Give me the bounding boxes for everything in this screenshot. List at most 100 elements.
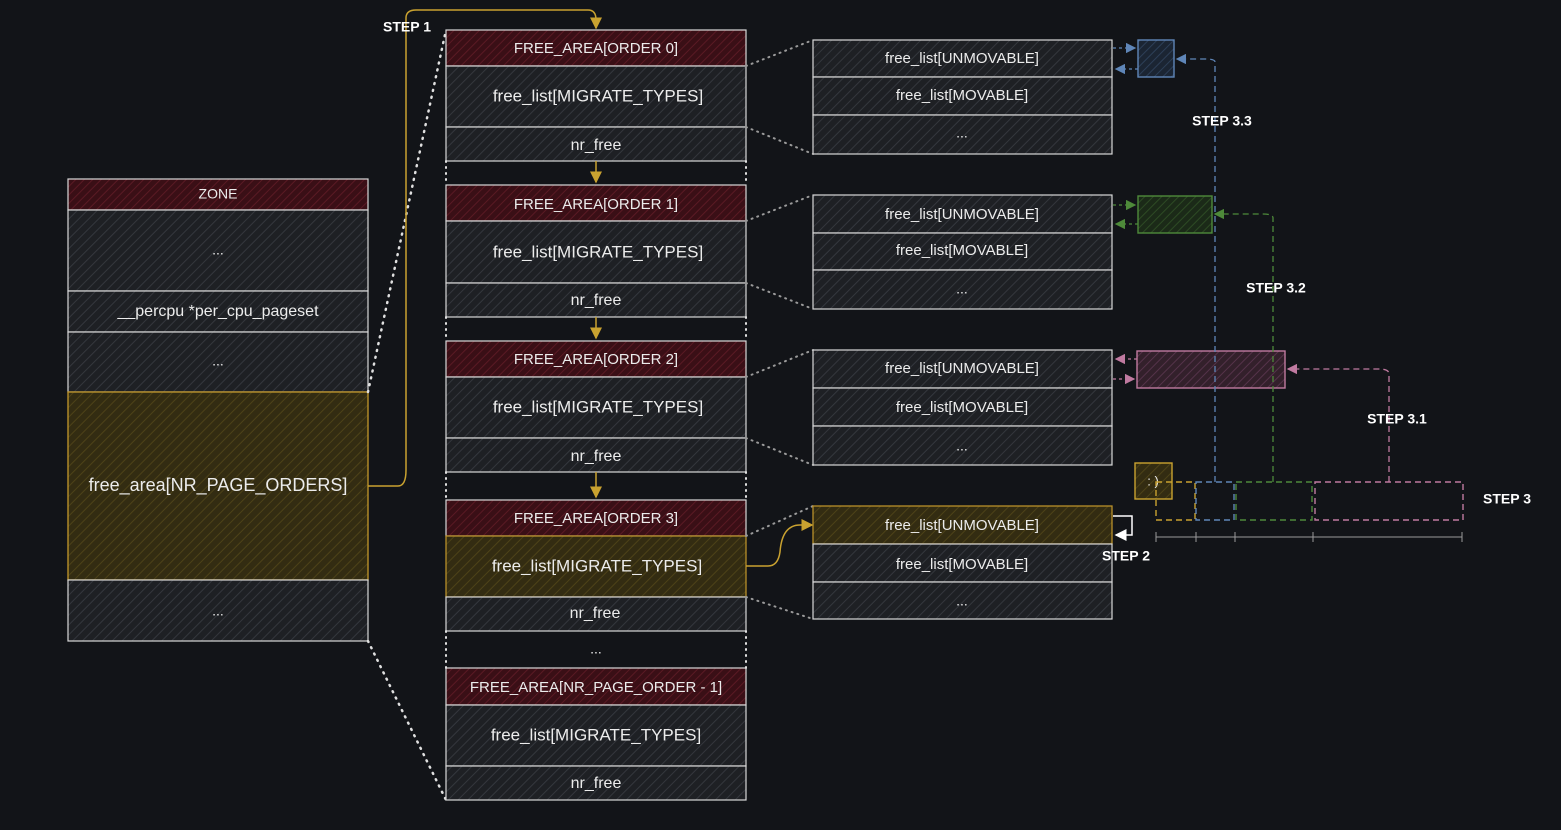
free-area-order-0: FREE_AREA[ORDER 0] free_list[MIGRATE_TYP… <box>445 29 747 162</box>
migrate-list-order-3: free_list[UNMOVABLE] free_list[MOVABLE] … <box>812 505 1113 620</box>
zone-ellipsis-1-box <box>67 209 369 292</box>
migrate-3-more: ... <box>956 593 968 609</box>
order3-to-unmovable-arrow <box>746 519 814 567</box>
free-area-column: FREE_AREA[ORDER 0] free_list[MIGRATE_TYP… <box>445 29 747 801</box>
step3-1-arrow <box>1286 363 1390 482</box>
pink-split-slot <box>1314 481 1464 521</box>
free-area-1-nr-free: nr_free <box>571 292 622 309</box>
free-area-1-nr-box <box>445 282 747 318</box>
pink-page-block <box>1136 350 1286 389</box>
migrate-2-more-box <box>812 425 1113 466</box>
migrate-list-order-0: free_list[UNMOVABLE] free_list[MOVABLE] … <box>812 39 1113 155</box>
zone-ellipsis-3: ... <box>212 603 224 619</box>
free-area-3-nr-free: nr_free <box>570 605 621 622</box>
free-area-2-nr-box <box>445 437 747 473</box>
free-area-gap: ... <box>590 641 602 657</box>
migrate-list-order-1: free_list[UNMOVABLE] free_list[MOVABLE] … <box>812 194 1113 310</box>
split-blocks <box>1155 481 1464 521</box>
migrate-3-unmovable: free_list[UNMOVABLE] <box>885 517 1039 534</box>
migrate-1-movable: free_list[MOVABLE] <box>896 242 1028 259</box>
blue-page-block <box>1137 39 1175 78</box>
free-area-last-nr-free: nr_free <box>571 775 622 792</box>
zone-struct: ZONE ... __percpu *per_cpu_pageset ... f… <box>67 178 369 642</box>
migrate-2-movable-box <box>812 387 1113 427</box>
free-area-order-3: FREE_AREA[ORDER 3] free_list[MIGRATE_TYP… <box>445 499 747 632</box>
migrate-2-unmovable-box <box>812 349 1113 389</box>
zone-ellipsis-2-box <box>67 331 369 393</box>
free-area-0-header: FREE_AREA[ORDER 0] <box>514 40 678 57</box>
zone-free-area-box <box>67 391 369 581</box>
free-area-order-1: FREE_AREA[ORDER 1] free_list[MIGRATE_TYP… <box>445 184 747 318</box>
migrate-1-unmovable-box <box>812 194 1113 234</box>
free-area-3-nr-box <box>445 596 747 632</box>
migrate-3-more-box <box>812 581 1113 620</box>
free-area-2-list-box <box>445 376 747 439</box>
free-area-1-list: free_list[MIGRATE_TYPES] <box>493 242 703 261</box>
migrate-0-unmovable-box <box>812 39 1113 78</box>
zone-header-box <box>67 178 369 211</box>
free-area-3-header: FREE_AREA[ORDER 3] <box>514 510 678 527</box>
free-area-2-list: free_list[MIGRATE_TYPES] <box>493 397 703 416</box>
free-area-3-list: free_list[MIGRATE_TYPES] <box>492 556 702 575</box>
zone-ellipsis-3-box <box>67 579 369 642</box>
gold-split-outline <box>1155 481 1196 521</box>
step3-label: STEP 3 <box>1483 491 1531 507</box>
migrate-2-movable: free_list[MOVABLE] <box>896 399 1028 416</box>
zone-percpu-box <box>67 290 369 333</box>
free-area-last-nr-box <box>445 765 747 801</box>
migrate-1-more-box <box>812 269 1113 310</box>
step3-1-label: STEP 3.1 <box>1367 411 1427 427</box>
migrate-0-more: ... <box>956 125 968 141</box>
migrate-expansion-lines <box>745 39 814 620</box>
migrate-list-order-2: free_list[UNMOVABLE] free_list[MOVABLE] … <box>812 349 1113 466</box>
free-area-0-list-box <box>445 65 747 128</box>
migrate-1-more: ... <box>956 281 968 297</box>
free-area-order-2: FREE_AREA[ORDER 2] free_list[MIGRATE_TYP… <box>445 340 747 473</box>
migrate-1-unmovable: free_list[UNMOVABLE] <box>885 206 1039 223</box>
step3-3-arrow <box>1175 53 1216 482</box>
step2-arrow <box>1113 515 1133 541</box>
migrate-2-unmovable: free_list[UNMOVABLE] <box>885 360 1039 377</box>
zone-header: ZONE <box>199 186 238 202</box>
migrate-0-unmovable: free_list[UNMOVABLE] <box>885 50 1039 67</box>
blue-split-slot <box>1195 481 1235 521</box>
zone-free-area: free_area[NR_PAGE_ORDERS] <box>89 475 348 496</box>
free-area-1-header-box <box>445 184 747 222</box>
free-area-order-last: FREE_AREA[NR_PAGE_ORDER - 1] free_list[M… <box>445 667 747 801</box>
step3-2-label: STEP 3.2 <box>1246 280 1306 296</box>
allocated-page-block <box>1134 462 1173 500</box>
smiley-label: : ) <box>1147 473 1159 488</box>
page-blocks: : ) <box>1113 39 1464 542</box>
migrate-2-more: ... <box>956 438 968 454</box>
zone-percpu: __percpu *per_cpu_pageset <box>116 303 319 320</box>
free-area-last-list: free_list[MIGRATE_TYPES] <box>491 725 701 744</box>
free-area-2-nr-free: nr_free <box>571 448 622 465</box>
migrate-lists: free_list[UNMOVABLE] free_list[MOVABLE] … <box>812 39 1113 620</box>
green-split-slot <box>1235 481 1313 521</box>
free-area-0-list: free_list[MIGRATE_TYPES] <box>493 86 703 105</box>
free-area-1-list-box <box>445 220 747 284</box>
free-area-0-nr-free: nr_free <box>571 137 622 154</box>
free-area-0-nr-box <box>445 126 747 162</box>
free-area-2-header-box <box>445 340 747 378</box>
free-area-gap-dots <box>445 160 747 669</box>
step1-label: STEP 1 <box>383 19 431 35</box>
green-page-block <box>1137 195 1213 234</box>
step3-2-arrow <box>1213 208 1274 482</box>
free-area-2-header: FREE_AREA[ORDER 2] <box>514 351 678 368</box>
zone-ellipsis-2: ... <box>212 353 224 369</box>
free-area-last-header: FREE_AREA[NR_PAGE_ORDER - 1] <box>470 679 722 696</box>
zone-expansion-lines <box>366 28 448 802</box>
split-ruler <box>1155 532 1463 542</box>
step3-3-label: STEP 3.3 <box>1192 113 1252 129</box>
migrate-0-more-box <box>812 114 1113 155</box>
step1-arrow <box>368 9 602 487</box>
step2-label: STEP 2 <box>1102 548 1150 564</box>
migrate-3-movable: free_list[MOVABLE] <box>896 556 1028 573</box>
free-area-1-header: FREE_AREA[ORDER 1] <box>514 196 678 213</box>
zone-ellipsis-1: ... <box>212 242 224 258</box>
free-area-last-header-box <box>445 667 747 706</box>
migrate-0-movable: free_list[MOVABLE] <box>896 87 1028 104</box>
free-area-0-header-box <box>445 29 747 67</box>
